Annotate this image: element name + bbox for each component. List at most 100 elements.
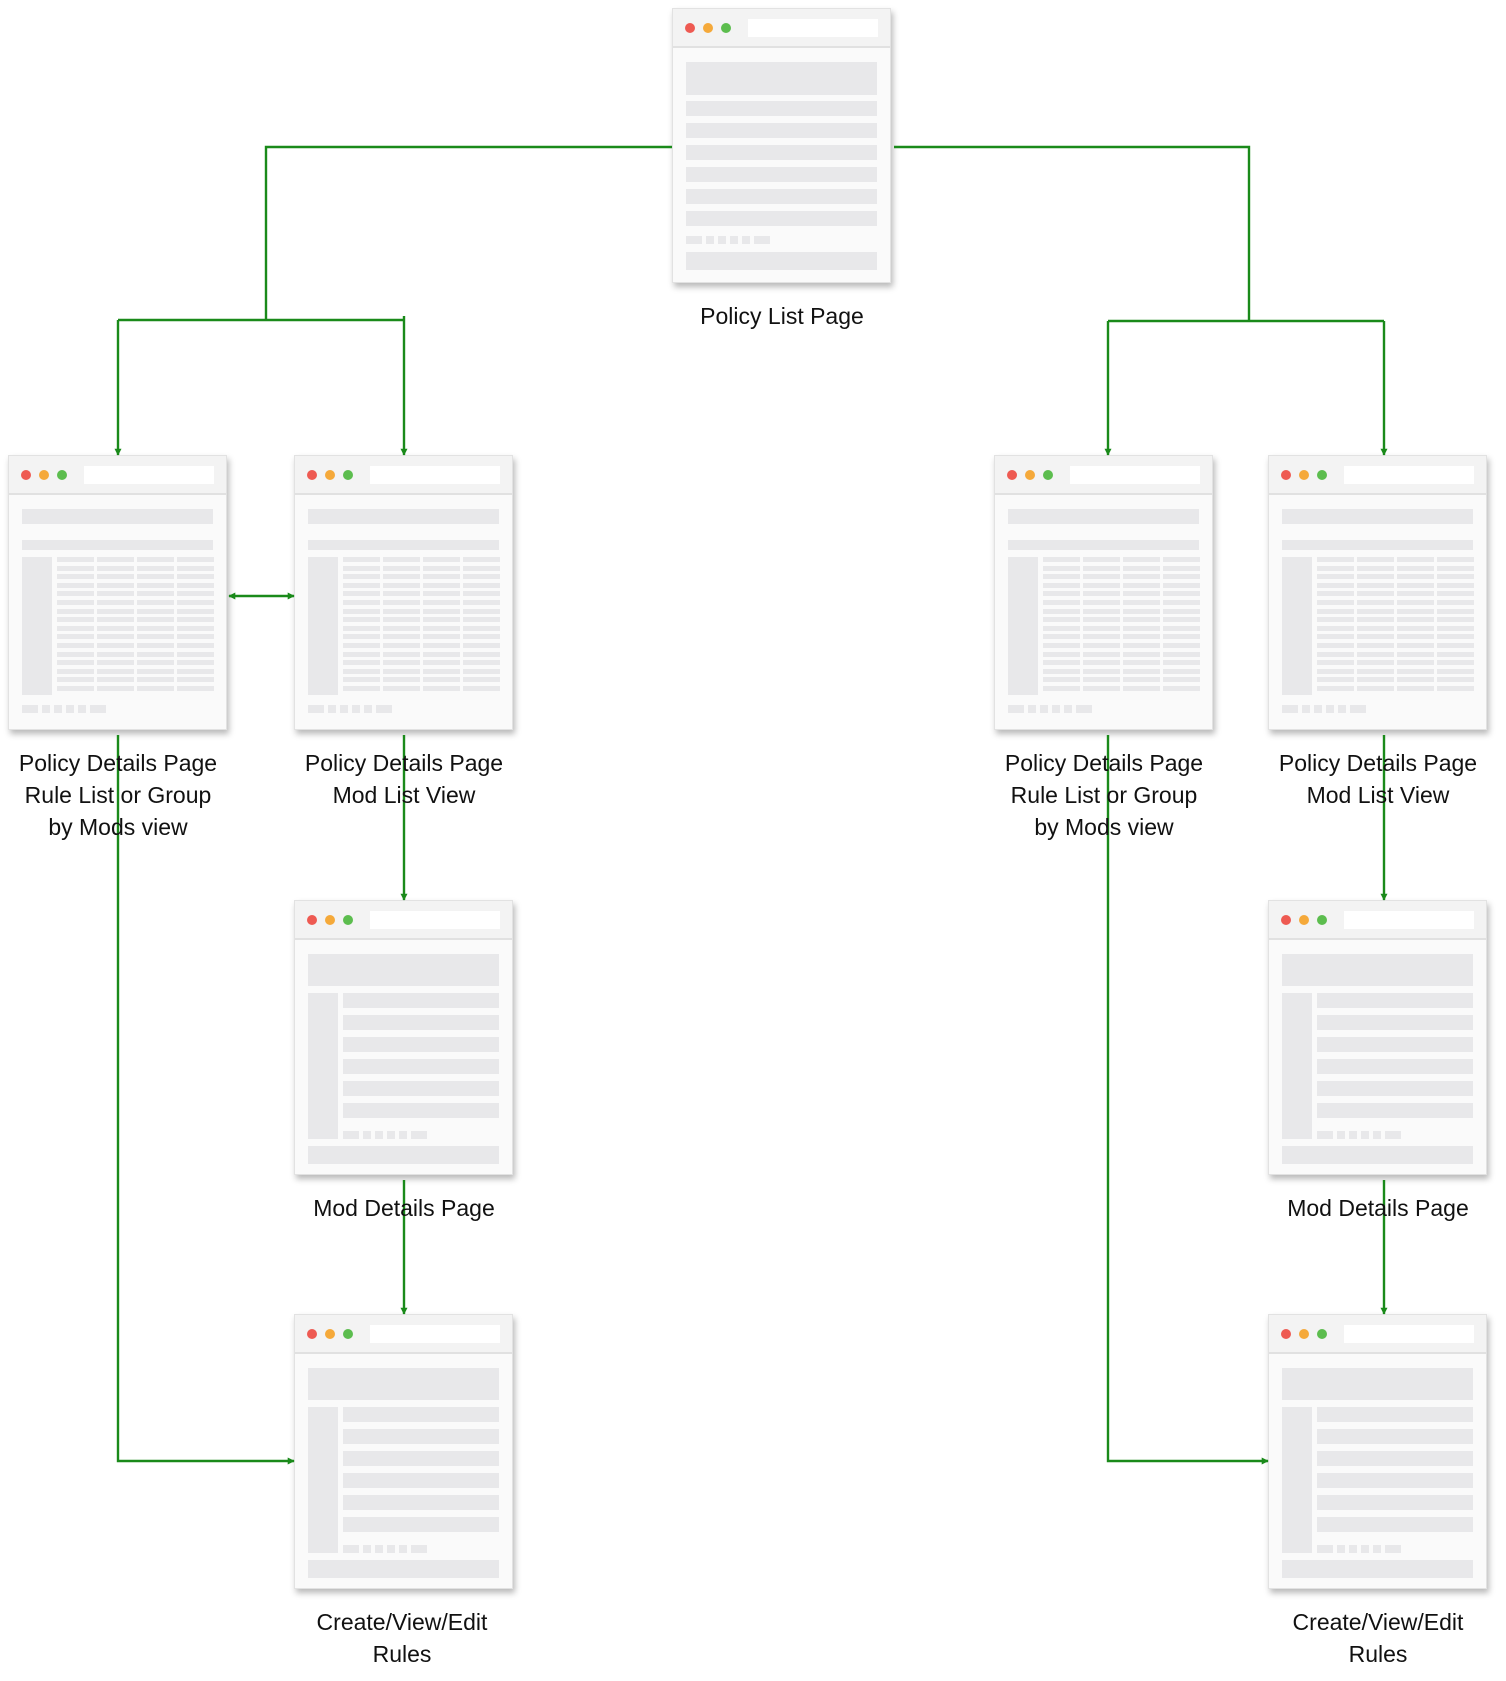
maximize-dot-icon [343, 915, 353, 925]
placeholder-block [57, 634, 94, 640]
placeholder-block [423, 634, 460, 640]
placeholder-block [1317, 1131, 1333, 1139]
placeholder-block [1317, 617, 1354, 623]
placeholder-block [1163, 600, 1200, 605]
placeholder-block [1361, 1131, 1369, 1139]
placeholder-block [383, 677, 420, 683]
placeholder-block [411, 1545, 427, 1553]
placeholder-block [1282, 557, 1312, 695]
placeholder-block [137, 686, 174, 691]
placeholder-block [137, 651, 174, 657]
placeholder-block [1373, 1131, 1381, 1139]
placeholder-block [1043, 617, 1080, 623]
page-wireframe-mod-details-left [294, 900, 513, 1175]
placeholder-block [1317, 660, 1354, 666]
placeholder-block [1357, 625, 1394, 631]
placeholder-block [1123, 591, 1160, 597]
placeholder-block [177, 600, 214, 605]
placeholder-block [1008, 540, 1199, 550]
placeholder-block [1123, 634, 1160, 640]
window-titlebar [995, 456, 1212, 495]
placeholder-block [137, 617, 174, 623]
placeholder-block [383, 668, 420, 674]
placeholder-block [343, 1103, 499, 1118]
placeholder-block [1357, 557, 1394, 562]
placeholder-block [1437, 677, 1474, 683]
placeholder-block [1397, 574, 1434, 580]
placeholder-block [1282, 954, 1473, 986]
placeholder-block [1437, 625, 1474, 631]
placeholder-block [1317, 1545, 1333, 1553]
placeholder-block [1123, 625, 1160, 631]
placeholder-block [1317, 1495, 1473, 1510]
placeholder-block [66, 705, 74, 713]
close-dot-icon [1007, 470, 1017, 480]
address-bar [1344, 911, 1474, 929]
window-titlebar [673, 9, 890, 48]
maximize-dot-icon [343, 1329, 353, 1339]
placeholder-block [1163, 660, 1200, 666]
placeholder-block [97, 677, 134, 683]
placeholder-block [463, 651, 500, 657]
placeholder-block [1076, 705, 1092, 713]
placeholder-block [1083, 608, 1120, 614]
placeholder-block [308, 1368, 499, 1400]
placeholder-block [1043, 557, 1080, 562]
placeholder-block [1349, 1545, 1357, 1553]
close-dot-icon [1281, 470, 1291, 480]
address-bar [1070, 466, 1200, 484]
placeholder-block [1317, 993, 1473, 1008]
placeholder-block [463, 591, 500, 597]
placeholder-block [463, 668, 500, 674]
placeholder-block [1357, 591, 1394, 597]
maximize-dot-icon [343, 470, 353, 480]
window-titlebar [9, 456, 226, 495]
placeholder-block [1083, 634, 1120, 640]
placeholder-block [352, 705, 360, 713]
placeholder-block [1317, 625, 1354, 631]
placeholder-block [363, 1545, 371, 1553]
placeholder-block [1043, 668, 1080, 674]
placeholder-block [1163, 686, 1200, 691]
placeholder-block [343, 677, 380, 683]
page-wireframe-policy-details-mods-right [1268, 455, 1487, 730]
placeholder-block [1008, 705, 1024, 713]
placeholder-block [1043, 660, 1080, 666]
placeholder-block [1163, 591, 1200, 597]
placeholder-block [1437, 634, 1474, 640]
placeholder-block [1338, 705, 1346, 713]
placeholder-block [1043, 625, 1080, 631]
placeholder-block [343, 600, 380, 605]
placeholder-block [42, 705, 50, 713]
placeholder-block [343, 686, 380, 691]
placeholder-block [308, 705, 324, 713]
placeholder-block [137, 668, 174, 674]
address-bar [370, 466, 500, 484]
placeholder-block [1043, 634, 1080, 640]
placeholder-block [1317, 1407, 1473, 1422]
placeholder-block [1397, 660, 1434, 666]
placeholder-block [463, 625, 500, 631]
address-bar [748, 19, 878, 37]
connector-trunk-right [894, 145, 1251, 321]
placeholder-block [97, 591, 134, 597]
placeholder-block [97, 617, 134, 623]
placeholder-block [1437, 591, 1474, 597]
node-label-line: Create/View/Edit [1292, 1609, 1464, 1635]
placeholder-block [1083, 668, 1120, 674]
placeholder-block [308, 954, 499, 986]
placeholder-block [308, 557, 338, 695]
placeholder-block [1083, 660, 1120, 666]
placeholder-block [1397, 557, 1434, 562]
placeholder-block [1043, 600, 1080, 605]
close-dot-icon [307, 915, 317, 925]
placeholder-block [343, 1407, 499, 1422]
placeholder-block [1317, 651, 1354, 657]
placeholder-block [1083, 677, 1120, 683]
placeholder-block [463, 617, 500, 623]
placeholder-block [1437, 651, 1474, 657]
placeholder-block [1437, 643, 1474, 648]
placeholder-block [97, 686, 134, 691]
placeholder-block [1357, 686, 1394, 691]
placeholder-block [1317, 677, 1354, 683]
